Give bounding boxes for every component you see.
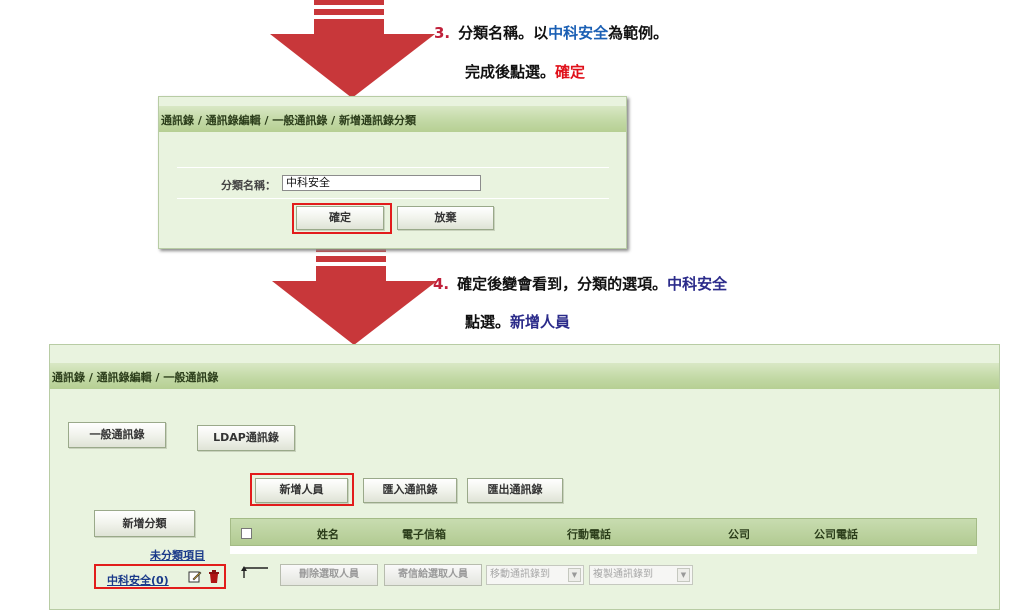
move-dropdown-icon: ▼	[568, 568, 581, 582]
tab-general-address-book[interactable]: 一般通訊錄	[68, 422, 166, 448]
delete-selected-button[interactable]: 刪除選取人員	[280, 564, 378, 586]
address-book-panel: 通訊錄 / 通訊錄編輯 / 一般通訊錄 一般通訊錄 LDAP通訊錄 新增人員 匯…	[49, 344, 1000, 610]
export-button[interactable]: 匯出通訊錄	[467, 478, 563, 503]
step3-highlight: 中科安全	[548, 24, 609, 42]
copy-to-select[interactable]: 複製通訊錄到 ▼	[589, 565, 693, 585]
step3-line1: 3. 分類名稱。以中科安全為範例。	[434, 23, 668, 43]
return-arrow-icon	[241, 566, 268, 578]
cancel-button[interactable]: 放棄	[397, 206, 494, 230]
move-to-select[interactable]: 移動通訊錄到 ▼	[486, 565, 584, 585]
uncategorized-link[interactable]: 未分類項目	[150, 549, 205, 562]
contacts-table-header: 姓名 電子信箱 行動電話 公司 公司電話	[230, 518, 977, 546]
category-highlight-box	[94, 564, 226, 589]
contacts-table-body	[230, 546, 977, 554]
step4-add-highlight: 新增人員	[510, 313, 571, 331]
down-arrow-bottom	[272, 247, 437, 345]
column-mobile: 行動電話	[567, 528, 611, 541]
category-item-link[interactable]: 中科安全(0)	[107, 574, 169, 587]
column-company: 公司	[728, 528, 750, 541]
down-arrow-top	[270, 0, 435, 98]
add-category-button[interactable]: 新增分類	[94, 510, 195, 537]
dialog-row-divider-top	[177, 167, 609, 168]
main-breadcrumb: 通訊錄 / 通訊錄編輯 / 一般通訊錄	[50, 363, 999, 389]
dialog-breadcrumb: 通訊錄 / 通訊錄編輯 / 一般通訊錄 / 新增通訊錄分類	[159, 106, 626, 132]
delete-icon[interactable]	[208, 570, 220, 584]
step3-confirm-highlight: 確定	[555, 63, 586, 81]
add-person-highlight-box	[250, 473, 354, 506]
step4-line2: 點選。新增人員	[465, 312, 570, 332]
step4-text-b: 點選。	[465, 313, 511, 331]
select-all-checkbox[interactable]	[241, 528, 252, 539]
step3-number: 3.	[434, 24, 451, 42]
add-person-button[interactable]: 新增人員	[255, 478, 348, 503]
move-to-label: 移動通訊錄到	[490, 569, 550, 580]
step3-text-b: 為範例。	[608, 24, 669, 42]
edit-icon[interactable]	[188, 570, 202, 584]
column-email: 電子信箱	[402, 528, 446, 541]
copy-dropdown-icon: ▼	[677, 568, 690, 582]
confirm-highlight-box	[292, 203, 392, 234]
step4-number: 4.	[433, 275, 450, 293]
category-name-label: 分類名稱：	[221, 179, 276, 192]
step3-line2: 完成後點選。確定	[465, 62, 585, 82]
step4-text-a: 確定後變會看到，分類的選項。	[457, 275, 668, 293]
mail-selected-button[interactable]: 寄信給選取人員	[384, 564, 482, 586]
dialog-row-divider	[177, 198, 609, 199]
tab-ldap-address-book[interactable]: LDAP通訊錄	[197, 425, 295, 451]
column-name: 姓名	[317, 528, 339, 541]
import-button[interactable]: 匯入通訊錄	[363, 478, 457, 503]
confirm-button[interactable]: 確定	[296, 206, 384, 230]
step3-text-a: 分類名稱。以	[458, 24, 549, 42]
copy-to-label: 複製通訊錄到	[593, 569, 653, 580]
step3-text-c: 完成後點選。	[465, 63, 556, 81]
add-category-dialog: 通訊錄 / 通訊錄編輯 / 一般通訊錄 / 新增通訊錄分類 分類名稱： 中科安全…	[158, 96, 627, 249]
step4-line1: 4. 確定後變會看到，分類的選項。中科安全	[433, 274, 727, 294]
category-name-input[interactable]: 中科安全	[282, 175, 481, 191]
column-company-phone: 公司電話	[814, 528, 858, 541]
step4-highlight: 中科安全	[667, 275, 728, 293]
